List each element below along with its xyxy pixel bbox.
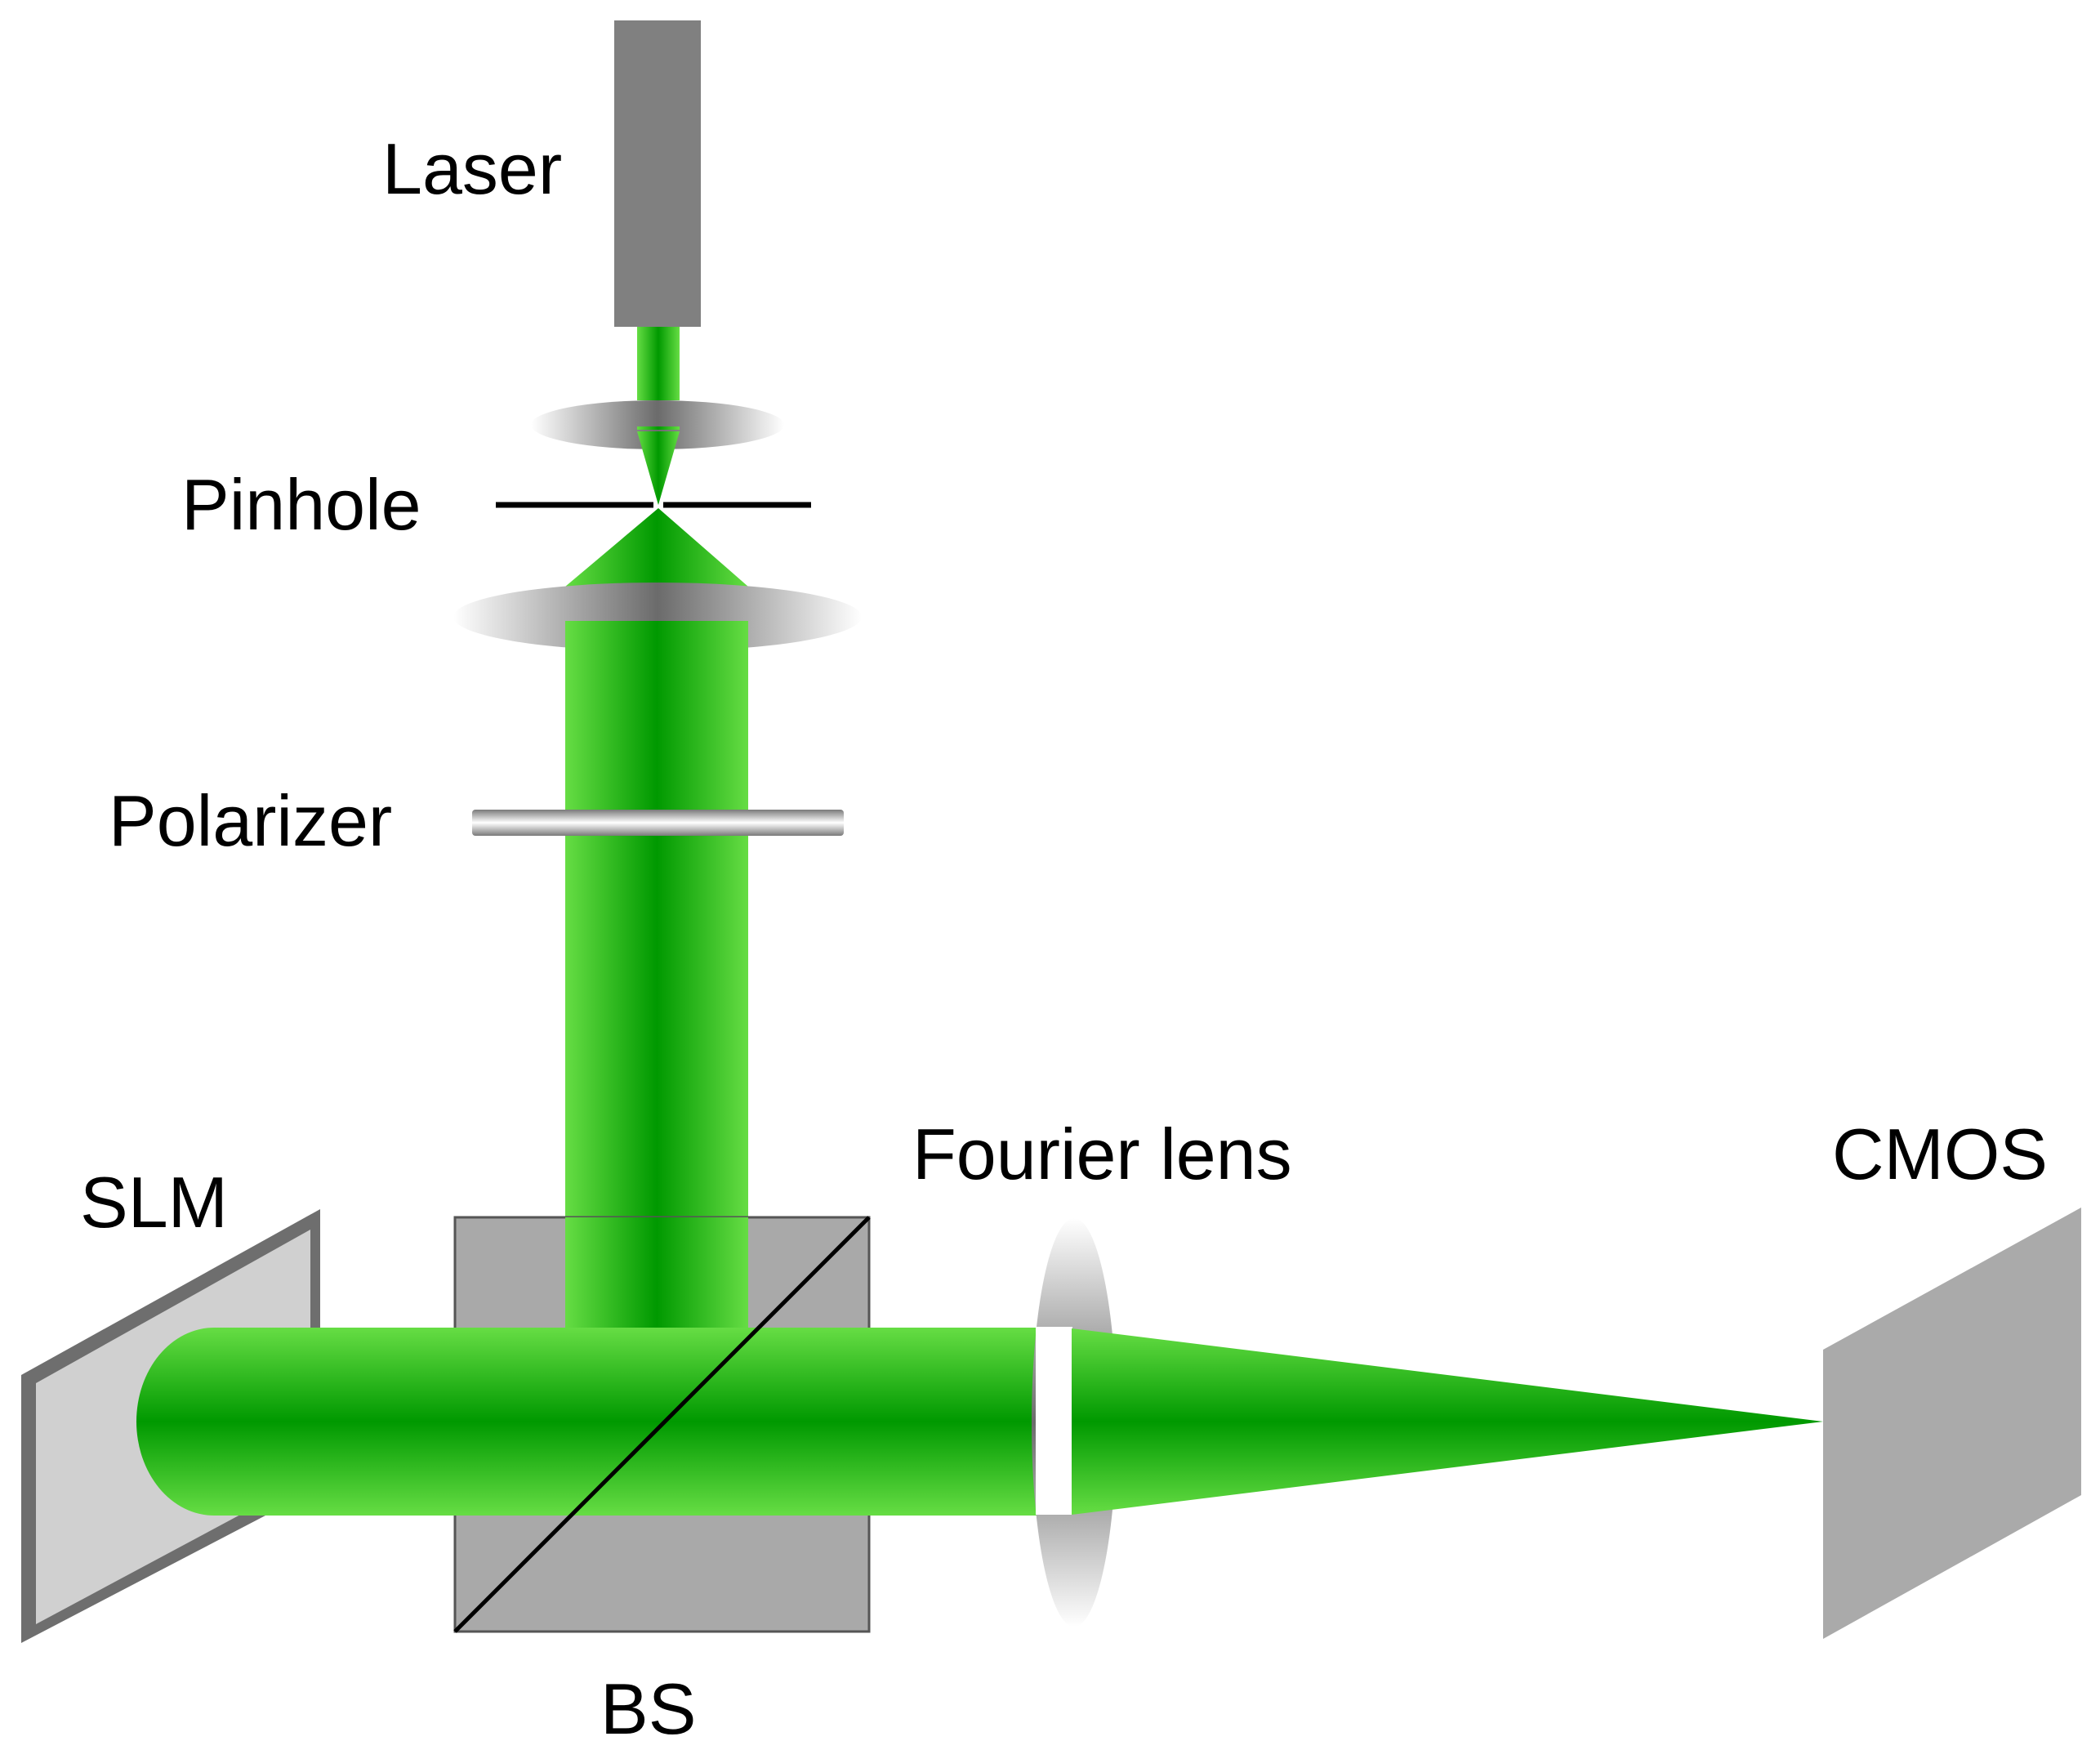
diverging-cone <box>565 508 748 587</box>
bs-label: BS <box>600 1668 696 1749</box>
cmos-sensor <box>1823 1208 2081 1639</box>
collimated-beam-horizontal <box>136 1328 1060 1516</box>
focusing-lens <box>531 400 784 449</box>
polarizer-plate <box>472 810 844 836</box>
laser-output-beam <box>637 327 680 400</box>
polarizer-label: Polarizer <box>109 780 392 861</box>
cmos-label: CMOS <box>1832 1114 2048 1194</box>
laser-body <box>614 20 701 327</box>
beam-into-splitter <box>565 1217 748 1332</box>
collimated-beam-vertical <box>565 621 748 1330</box>
fourier-lens-label: Fourier lens <box>912 1114 1292 1194</box>
focused-beam-cone <box>1072 1328 1823 1515</box>
collimating-lens <box>453 583 862 651</box>
focused-beam-segment <box>637 426 680 430</box>
fourier-lens-center-mask <box>1036 1327 1072 1515</box>
slm-label: SLM <box>80 1162 228 1243</box>
beam-splitter-diagonal <box>453 1216 871 1633</box>
pinhole-label: Pinhole <box>181 464 421 545</box>
laser-label: Laser <box>382 128 562 209</box>
converging-cone <box>637 431 680 505</box>
